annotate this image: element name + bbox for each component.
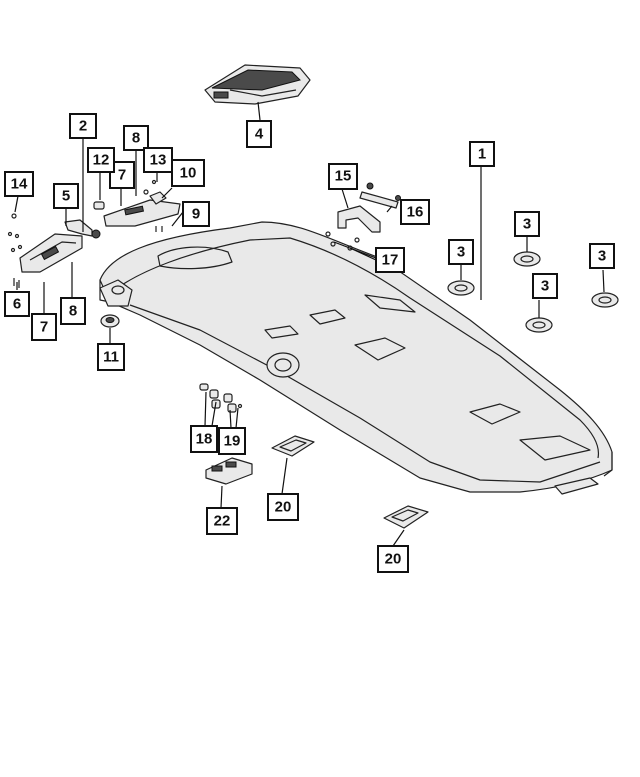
callout-20a-label: 20 [275,499,292,516]
callout-3a-label: 3 [457,244,465,261]
callout-18-label: 18 [196,431,213,448]
callout-3a: 3 [448,239,474,265]
visor-bracket [143,179,167,205]
small-screws-front [7,213,163,288]
callout-16-label: 16 [407,204,424,221]
callout-20b-label: 20 [385,551,402,568]
callout-1: 1 [469,141,495,167]
callout-4-label: 4 [255,126,264,143]
grab-handle [325,182,401,251]
callout-14-label: 14 [11,176,28,193]
retainer-clips [447,251,619,333]
callout-8a: 8 [60,297,86,325]
callout-19-label: 19 [224,433,241,450]
callout-7b-label: 7 [118,167,126,184]
sun-visor-right [103,199,181,227]
leader-lines [14,101,605,547]
callout-11-label: 11 [103,349,119,366]
callout-8b: 8 [123,125,149,151]
callout-3c: 3 [532,273,558,299]
callout-12-label: 12 [93,152,110,169]
callout-10: 10 [171,159,205,187]
callout-13: 13 [143,147,173,173]
callout-3d-label: 3 [598,248,606,265]
callout-5: 5 [53,183,79,209]
callout-5-label: 5 [62,188,70,205]
callout-9-label: 9 [192,206,200,223]
callout-9: 9 [182,201,210,227]
callout-15: 15 [328,163,358,190]
headliner-panel [99,221,613,495]
dome-lamp-housing [205,457,253,485]
callout-10-label: 10 [180,165,197,182]
dome-lamp-lens-front [271,435,315,457]
callout-17-label: 17 [382,252,399,269]
callout-22: 22 [206,507,238,535]
headliner-clip-11 [100,314,120,328]
dome-lamp-lens-rear [383,505,429,529]
callout-22-label: 22 [214,513,231,530]
callout-12: 12 [87,147,115,173]
callout-3c-label: 3 [541,278,549,295]
visor-clip-right [93,201,105,210]
callout-8a-label: 8 [69,303,77,320]
callout-2: 2 [69,113,97,139]
callout-13-label: 13 [150,152,167,169]
callout-18: 18 [190,425,218,453]
callout-1-label: 1 [478,146,486,163]
callout-7a: 7 [31,313,57,341]
sun-visor-left [19,233,83,273]
callout-6: 6 [4,291,30,317]
callout-20a: 20 [267,493,299,521]
callout-17: 17 [375,247,405,273]
callout-19: 19 [218,427,246,455]
callout-4: 4 [246,120,272,148]
callout-16: 16 [400,199,430,225]
callout-3b: 3 [514,211,540,237]
callout-11: 11 [97,343,125,371]
overhead-console [204,64,311,105]
callout-8b-label: 8 [132,130,140,147]
callout-7a-label: 7 [40,319,48,336]
callout-15-label: 15 [335,168,352,185]
callout-3b-label: 3 [523,216,531,233]
visor-clip-left [64,219,101,239]
callout-20b: 20 [377,545,409,573]
callout-14: 14 [4,171,34,197]
callout-3d: 3 [589,243,615,269]
callout-6-label: 6 [13,296,21,313]
callout-2-label: 2 [79,118,87,135]
